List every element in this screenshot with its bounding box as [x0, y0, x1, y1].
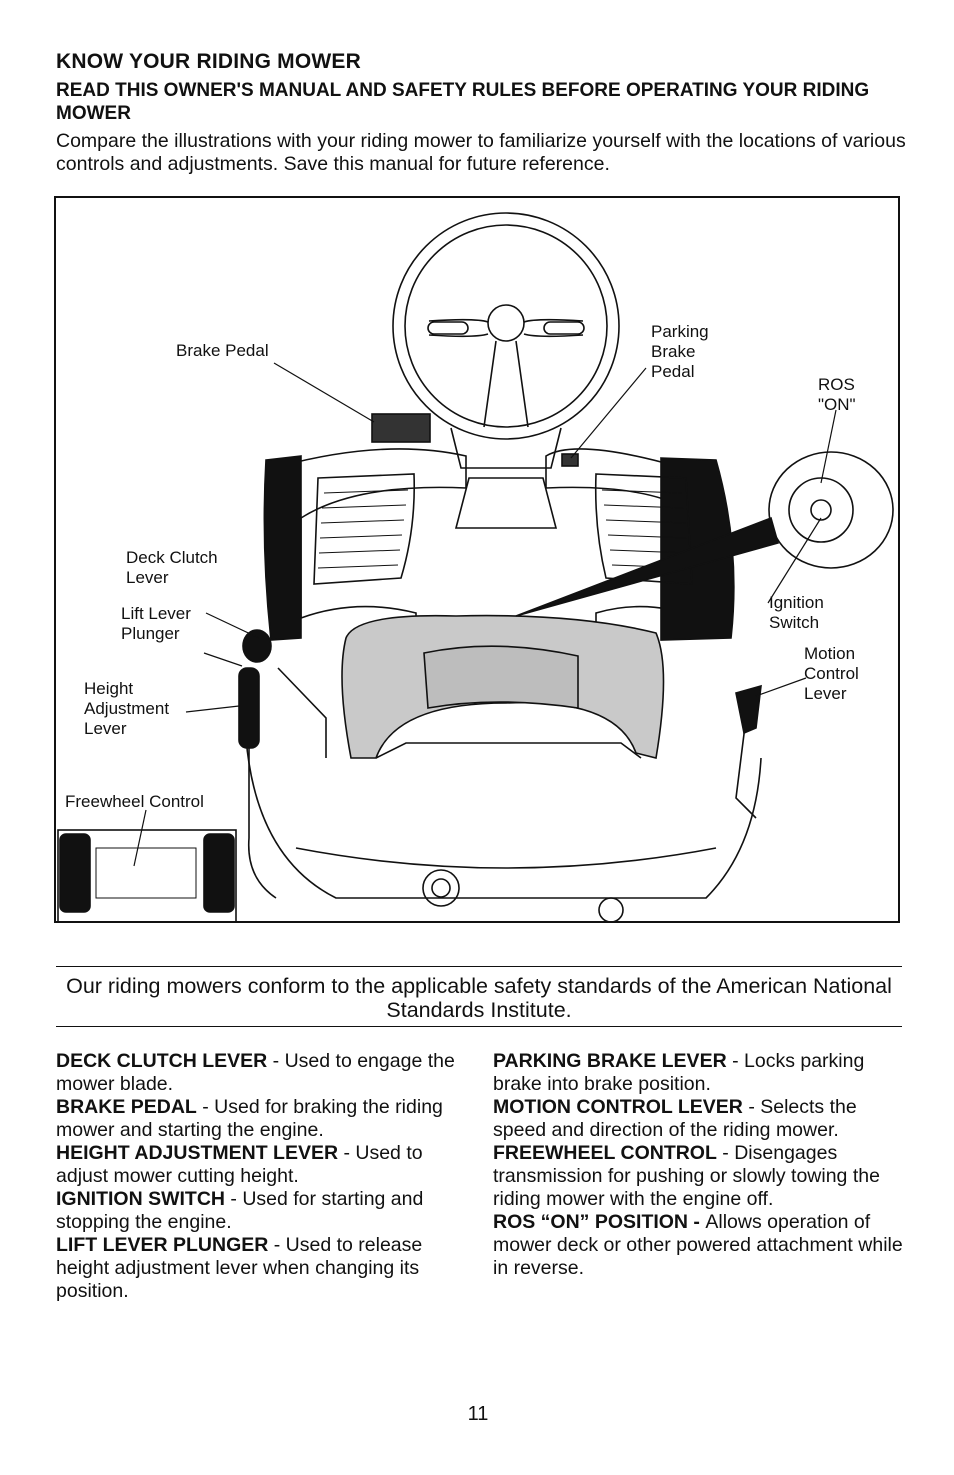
definition-ros-on-position: ROS “ON” POSITION - Allows operation of …: [493, 1211, 903, 1279]
label-parking-brake-pedal: Parking Brake Pedal: [651, 322, 709, 381]
mower-drawing: [57, 212, 894, 921]
mower-illustration: Brake Pedal Parking Brake Pedal ROS "ON"…: [54, 196, 900, 923]
definition-lift-lever-plunger: LIFT LEVER PLUNGER - Used to release hei…: [56, 1234, 423, 1302]
page-subtitle: READ THIS OWNER'S MANUAL AND SAFETY RULE…: [56, 80, 870, 124]
brake-pedal-shape: [371, 413, 431, 443]
label-ros-on: ROS "ON": [818, 375, 856, 414]
definition-ignition-switch: IGNITION SWITCH - Used for starting and …: [56, 1188, 424, 1233]
definitions-right-column: PARKING BRAKE LEVER - Locks parking brak…: [493, 1050, 905, 1280]
label-ignition-switch: Ignition Switch: [769, 593, 824, 632]
leader-lines: [133, 362, 837, 867]
definition-parking-brake-lever: PARKING BRAKE LEVER - Locks parking brak…: [493, 1050, 865, 1095]
standards-notice: Our riding mowers conform to the applica…: [66, 974, 892, 1022]
label-lift-lever-plunger: Lift Lever Plunger: [121, 604, 191, 643]
divider-bottom: [56, 1026, 902, 1027]
divider-top: [56, 966, 902, 967]
label-motion-control-lever: Motion Control Lever: [804, 644, 859, 703]
page-title: KNOW YOUR RIDING MOWER: [56, 50, 362, 73]
definition-deck-clutch-lever: DECK CLUTCH LEVER - Used to engage the m…: [56, 1050, 455, 1095]
steering-wheel-outer: [392, 212, 620, 440]
definition-height-adjustment-lever: HEIGHT ADJUSTMENT LEVER - Used to adjust…: [56, 1142, 423, 1187]
definitions-left-column: DECK CLUTCH LEVER - Used to engage the m…: [56, 1050, 468, 1303]
definition-motion-control-lever: MOTION CONTROL LEVER - Selects the speed…: [493, 1096, 857, 1141]
label-freewheel-control: Freewheel Control: [65, 792, 204, 811]
label-brake-pedal: Brake Pedal: [176, 341, 269, 360]
definition-brake-pedal: BRAKE PEDAL - Used for braking the ridin…: [56, 1096, 443, 1141]
label-deck-clutch-lever: Deck Clutch Lever: [126, 548, 218, 587]
label-height-adjustment-lever: Height Adjustment Lever: [84, 679, 170, 738]
page-number: 11: [467, 1403, 489, 1425]
steering-wheel-hub: [487, 304, 525, 342]
intro-paragraph: Compare the illustrations with your ridi…: [56, 130, 906, 175]
definition-freewheel-control: FREEWHEEL CONTROL - Disengages transmiss…: [493, 1142, 880, 1210]
